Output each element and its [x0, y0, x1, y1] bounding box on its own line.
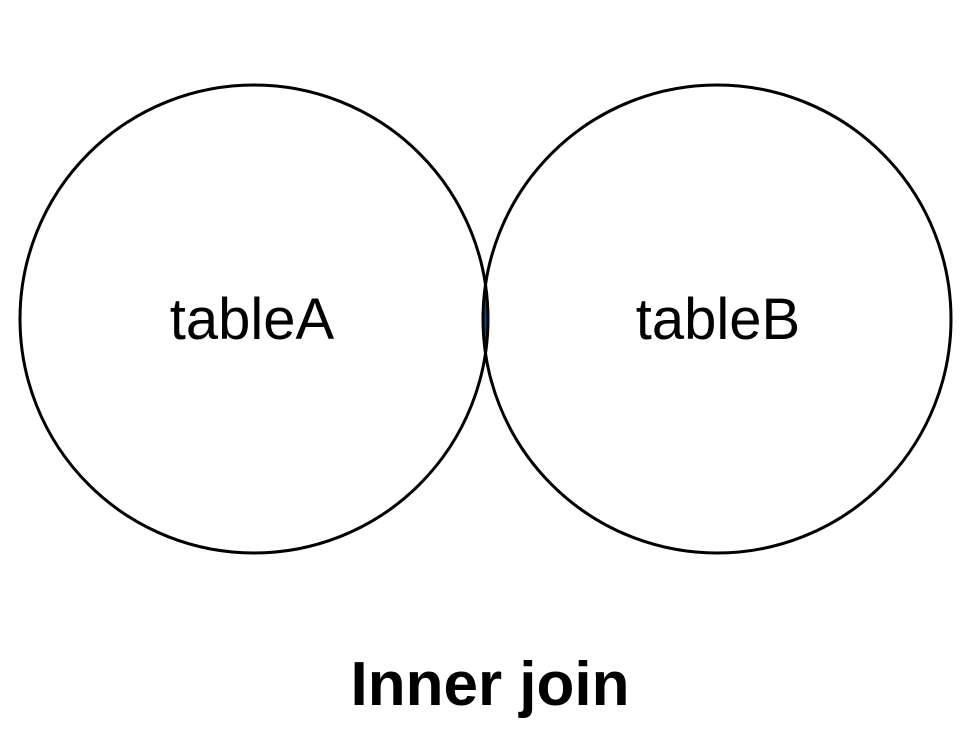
- table-b-label: tableB: [636, 287, 800, 352]
- table-a-label: tableA: [170, 287, 335, 352]
- table-b-circle: [481, 83, 953, 555]
- diagram-caption: Inner join: [350, 650, 630, 719]
- table-a-circle: [18, 83, 490, 555]
